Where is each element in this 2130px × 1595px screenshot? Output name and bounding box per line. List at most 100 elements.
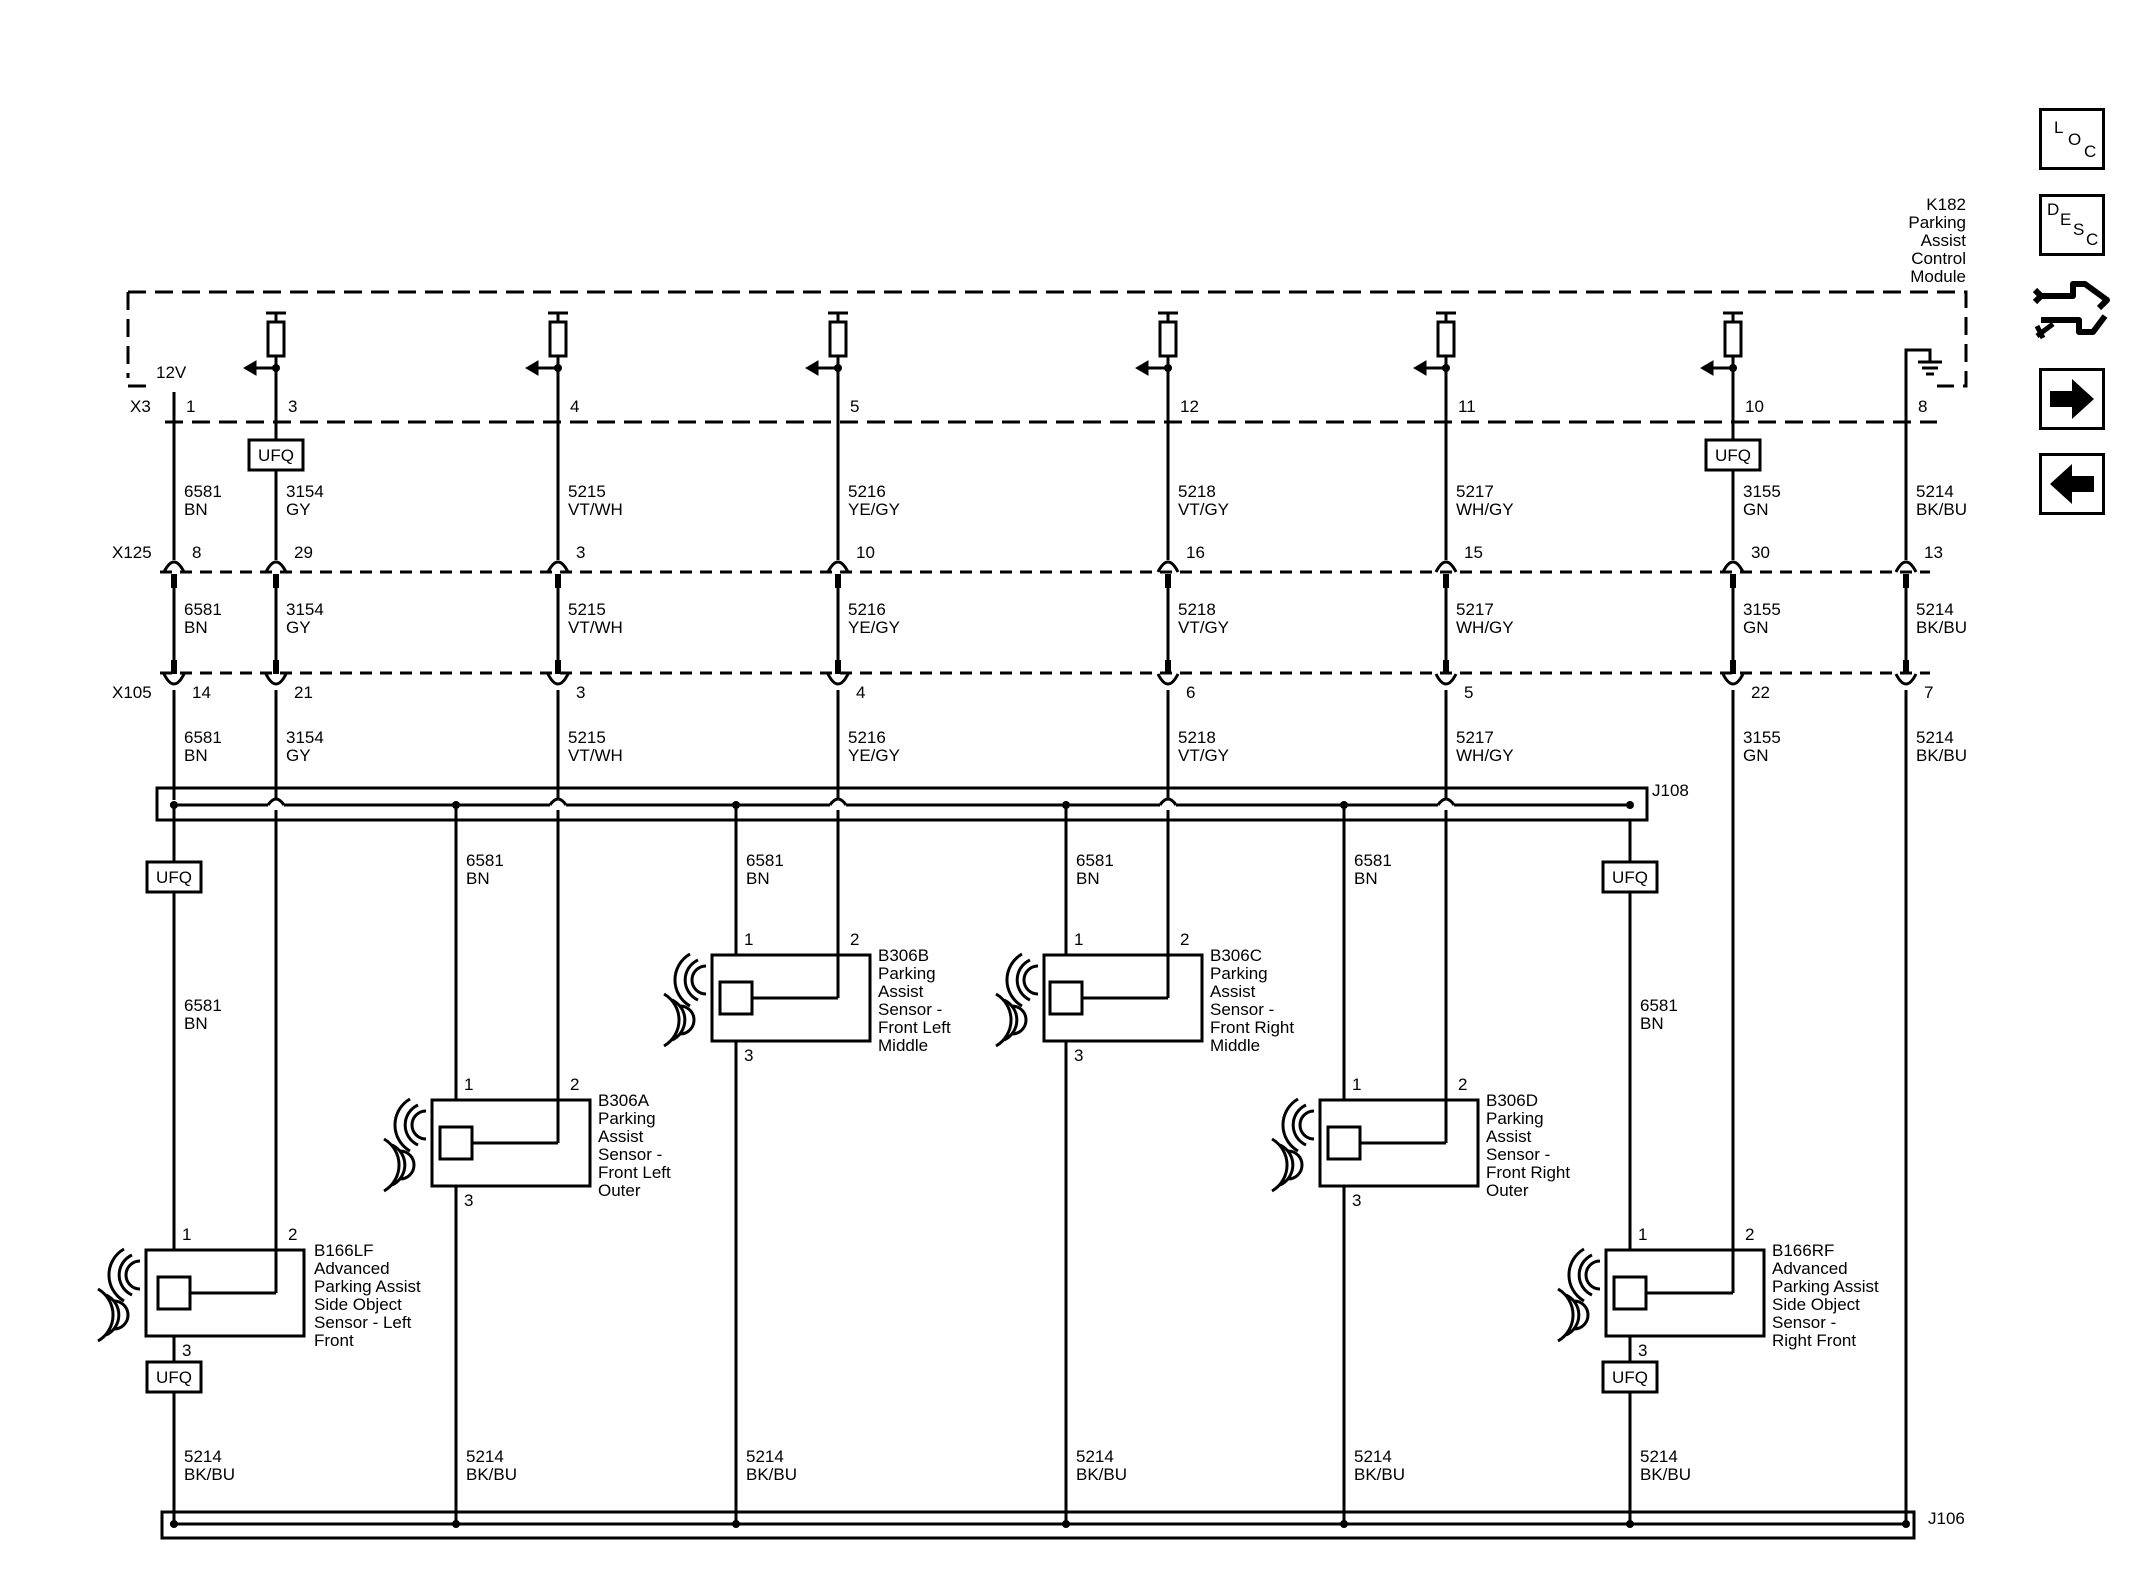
- sonar-wave-b306c: [1022, 964, 1039, 996]
- sensor-b166rf-element: [1612, 1275, 1648, 1311]
- sensor-b306c-label-line-3: Assist: [1210, 982, 1256, 1001]
- sensor-b306a-label-line-4: Sensor -: [598, 1145, 662, 1164]
- output-arrow-head: [1135, 360, 1149, 376]
- output-arrow-head: [805, 360, 819, 376]
- sensor-b166lf-element: [156, 1275, 192, 1311]
- splice-j108-node: [732, 801, 740, 809]
- sonar-wave-b306d: [1279, 1143, 1295, 1187]
- wire-label-c8-s3-line-2: BK/BU: [1916, 746, 1967, 765]
- sensor-b306b-label-line-5: Front Left: [878, 1018, 951, 1037]
- x125-pin-c6: 15: [1464, 543, 1483, 562]
- sensor-b306c-label-line-4: Sensor -: [1210, 1000, 1274, 1019]
- sensor-b306b-label-line-4: Sensor -: [878, 1000, 942, 1019]
- wire-label-c6-s3-line-1: 5217: [1456, 728, 1494, 747]
- wire-label-c7-s3-line-1: 3155: [1743, 728, 1781, 747]
- splice-j106-node: [1062, 1520, 1070, 1528]
- tools-button[interactable]: [2032, 276, 2113, 352]
- wire-label-branch-6-line-1: 6581: [1640, 996, 1678, 1015]
- wire-label-ground-3-line-1: 5214: [746, 1447, 784, 1466]
- wire-label-c8-s1-line-1: 5214: [1916, 482, 1954, 501]
- wire-label-c6-s2-line-1: 5217: [1456, 600, 1494, 619]
- sonar-wave-b166rf: [1584, 1259, 1601, 1291]
- wire-label-ground-3-line-2: BK/BU: [746, 1465, 797, 1484]
- sensor-b306b-label-line-2: Parking: [878, 964, 936, 983]
- wire-label-c2-s3-line-2: GY: [286, 746, 311, 765]
- sonar-wave-b306a: [410, 1109, 427, 1141]
- sensor-b306c-pin3: 3: [1074, 1046, 1083, 1065]
- sonar-wave-b166rf: [1567, 1247, 1585, 1303]
- sonar-wave-b166lf: [97, 1287, 115, 1343]
- sensor-b166lf-label-line-5: Sensor - Left: [314, 1313, 412, 1332]
- wire-label-c7-s3-line-2: GN: [1743, 746, 1769, 765]
- x105-male-terminal: [835, 660, 841, 674]
- wire-label-c1-s3-line-2: BN: [184, 746, 208, 765]
- sensor-b306a-label-line-2: Parking: [598, 1109, 656, 1128]
- x125-pin-c4: 10: [856, 543, 875, 562]
- wire-label-ground-1-line-2: BK/BU: [184, 1465, 235, 1484]
- desc-letter-4: C: [2086, 230, 2099, 249]
- sensor-b306b-element: [718, 980, 754, 1016]
- loc-button[interactable]: L O C: [2039, 108, 2105, 170]
- sensor-b306d-label-line-5: Front Right: [1486, 1163, 1570, 1182]
- wire-hop: [548, 797, 568, 806]
- wire-label-c8-s2-line-1: 5214: [1916, 600, 1954, 619]
- wire-label-c7-s1-line-1: 3155: [1743, 482, 1781, 501]
- wire-label-branch-1-line-2: BN: [184, 1014, 208, 1033]
- ufq-label: UFQ: [156, 868, 192, 887]
- connector-x3-label: X3: [130, 397, 151, 416]
- x105-pin-c8: 7: [1924, 683, 1933, 702]
- x105-male-terminal: [273, 660, 279, 674]
- wire-label-c4-s3-line-2: YE/GY: [848, 746, 900, 765]
- x125-male-terminal: [1165, 574, 1171, 588]
- desc-button[interactable]: D E S C: [2039, 194, 2105, 256]
- resistor-body: [266, 320, 286, 358]
- x3-pin-c7: 10: [1745, 397, 1764, 416]
- sonar-wave-b306c: [1011, 1004, 1028, 1036]
- x125-female-terminal: [1721, 560, 1745, 573]
- sonar-wave-b306c: [995, 992, 1013, 1048]
- x125-male-terminal: [555, 574, 561, 588]
- wire-label-c3-s2-line-2: VT/WH: [568, 618, 623, 637]
- module-k182-label-line-1: K182: [1926, 195, 1966, 214]
- x105-female-terminal: [264, 673, 288, 686]
- wire-label-c3-s3-line-2: VT/WH: [568, 746, 623, 765]
- ufq-box: [1601, 860, 1659, 894]
- x125-male-terminal: [171, 574, 177, 588]
- wire-label-c1-s2-line-1: 6581: [184, 600, 222, 619]
- wire-label-branch-2-line-2: BN: [466, 869, 490, 888]
- sensor-b306d-label-line-2: Parking: [1486, 1109, 1544, 1128]
- sensor-b166lf-label-line-2: Advanced: [314, 1259, 390, 1278]
- x105-pin-c5: 6: [1186, 683, 1195, 702]
- wire-label-c1-s3-line-1: 6581: [184, 728, 222, 747]
- ufq-box: [1601, 1360, 1659, 1394]
- connector-x125-label: X125: [112, 543, 152, 562]
- wire-label-c2-s3-line-1: 3154: [286, 728, 324, 747]
- x125-pin-c1: 8: [192, 543, 201, 562]
- sensor-b166rf-label-line-2: Advanced: [1772, 1259, 1848, 1278]
- sensor-b306c-pin2: 2: [1180, 930, 1189, 949]
- wire-label-branch-4-line-2: BN: [1076, 869, 1100, 888]
- x125-pin-c8: 13: [1924, 543, 1943, 562]
- wire-label-branch-5-line-2: BN: [1354, 869, 1378, 888]
- splice-j108-node: [452, 801, 460, 809]
- sensor-b166lf-pin3: 3: [182, 1341, 191, 1360]
- sonar-wave-b166rf: [1565, 1293, 1581, 1337]
- sonar-wave-b306b: [671, 998, 687, 1042]
- splice-j106-node: [1902, 1520, 1910, 1528]
- x125-female-terminal: [1434, 560, 1458, 573]
- prev-button[interactable]: [2039, 453, 2105, 515]
- wire-label-c8-s1-line-2: BK/BU: [1916, 500, 1967, 519]
- x3-pin-c3: 4: [570, 397, 579, 416]
- x105-male-terminal: [1165, 660, 1171, 674]
- sonar-wave-b306a: [391, 1143, 407, 1187]
- x105-pin-c6: 5: [1464, 683, 1473, 702]
- next-button[interactable]: [2039, 368, 2105, 430]
- sensor-b166lf-label-line-4: Side Object: [314, 1295, 402, 1314]
- sensor-b306b-pin2: 2: [850, 930, 859, 949]
- sonar-wave-b166lf: [117, 1253, 133, 1297]
- x105-female-terminal: [162, 673, 186, 686]
- wire-label-c1-s1-line-2: BN: [184, 500, 208, 519]
